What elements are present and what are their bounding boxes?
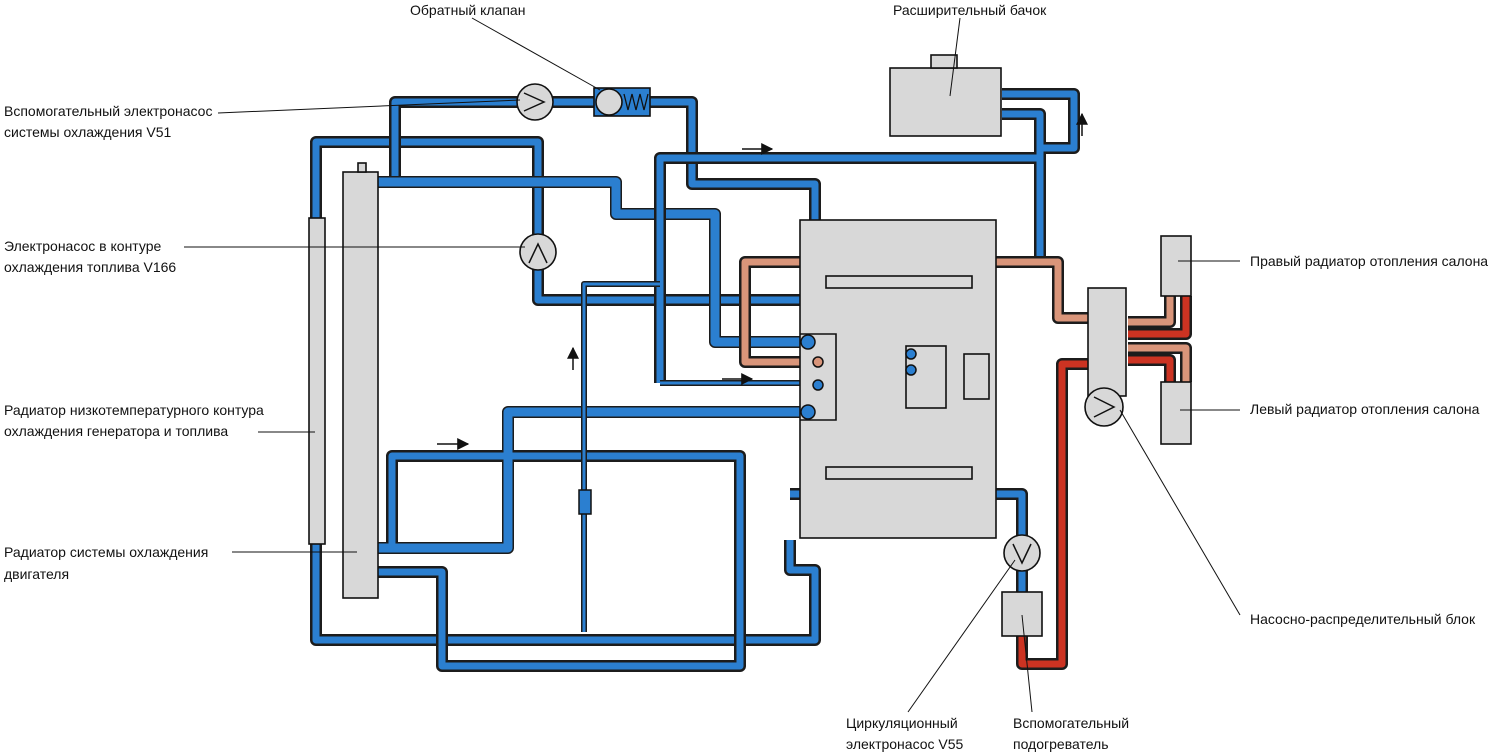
port [800, 334, 816, 350]
port [812, 356, 824, 368]
label-expansion-tank: Расширительный бачок [893, 2, 1047, 18]
port [812, 379, 824, 391]
label-right-heater: Правый радиатор отопления салона [1250, 253, 1488, 269]
port [800, 404, 816, 420]
label-check-valve: Обратный клапан [410, 2, 525, 18]
label-aux-pump-line1: Вспомогательный электронасос [4, 103, 212, 119]
check-valve [593, 87, 651, 117]
label-left-heater: Левый радиатор отопления салона [1250, 401, 1480, 417]
pump-circle-chevron-icon [1093, 396, 1116, 418]
label-engine-radiator-line2: двигателя [4, 566, 69, 582]
left-cabin-heater [1160, 381, 1192, 445]
low-temp-radiator [308, 217, 326, 545]
engine-manifold [800, 333, 837, 421]
label-pump-block: Насосно-распределительный блок [1250, 611, 1476, 627]
pump-circle-chevron-icon [528, 242, 548, 264]
expansion-tank [889, 67, 1002, 137]
pipe-right-heater-warm [1128, 296, 1176, 328]
auxiliary-heater [1001, 591, 1043, 637]
block-pump [1084, 387, 1124, 427]
label-aux-heater-line1: Вспомогательный [1013, 715, 1129, 731]
label-lowtemp-radiator-line1: Радиатор низкотемпературного контура [4, 402, 264, 418]
label-aux-heater-line2: подогреватель [1013, 736, 1109, 752]
pump-circle-chevron-icon [523, 92, 546, 112]
pump-circle-chevron-icon [1012, 543, 1032, 565]
right-cabin-heater [1160, 235, 1192, 297]
radiator-cap [357, 162, 367, 173]
flow-arrows [437, 112, 1088, 450]
port [905, 364, 917, 376]
components [308, 54, 1192, 637]
label-fuel-pump-line1: Электронасос в контуре [4, 238, 161, 254]
fuel-filter [578, 489, 592, 515]
label-circ-pump-line2: электронасос V55 [846, 736, 964, 752]
aux-pump-v51 [516, 83, 554, 121]
engine-slot-top [825, 275, 973, 289]
engine-slot-bottom [825, 466, 973, 480]
fuel-pump-v166 [519, 233, 557, 271]
port [905, 348, 917, 360]
circ-pump-v55 [1003, 534, 1041, 572]
leader-lines [184, 17, 1241, 713]
label-aux-pump-line2: системы охлаждения V51 [4, 124, 171, 140]
check-valve-spring-icon [623, 93, 649, 111]
pump-distribution-block [1087, 287, 1127, 397]
label-engine-radiator-line1: Радиатор системы охлаждения [4, 544, 208, 560]
expansion-tank-cap [930, 54, 958, 69]
engine-radiator [342, 171, 379, 599]
engine-side-element [963, 353, 990, 400]
labels: Обратный клапан Расширительный бачок Всп… [4, 2, 1488, 752]
label-circ-pump-line1: Циркуляционный [846, 715, 958, 731]
label-fuel-pump-line2: охлаждения топлива V166 [4, 259, 176, 275]
label-lowtemp-radiator-line2: охлаждения генератора и топлива [4, 423, 228, 439]
pipe-right-heater-hot [1128, 296, 1192, 340]
